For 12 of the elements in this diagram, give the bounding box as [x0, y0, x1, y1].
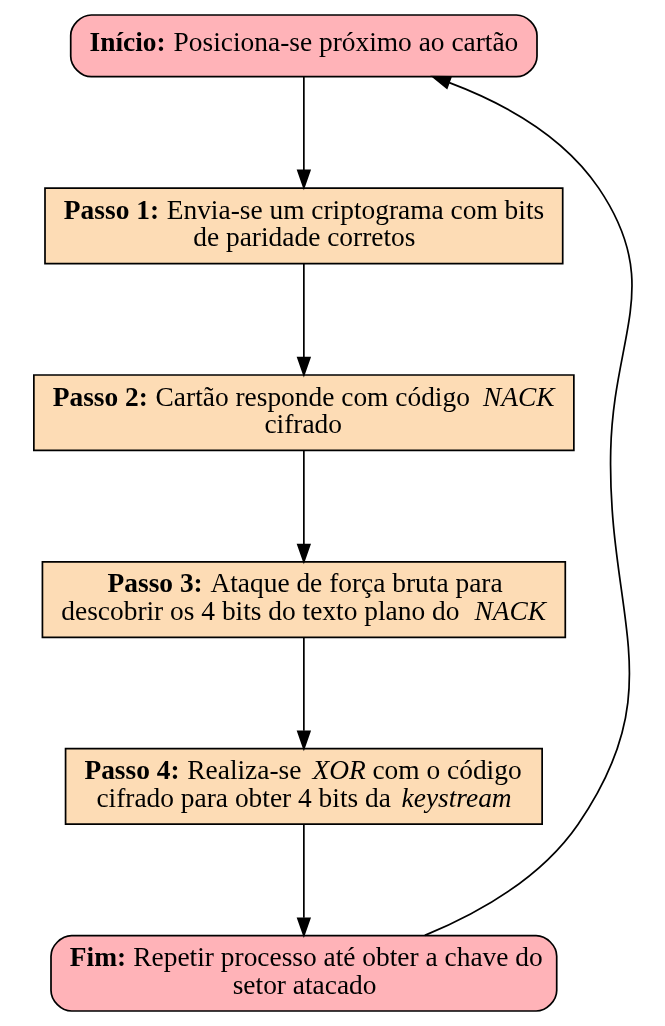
- node-box: Passo 4: Realiza-se XOR com o código cifrado para obter 4 bits da keystream: [64, 747, 543, 825]
- node-box: Passo 2: Cartão responde com código NACK cifrado: [32, 374, 575, 452]
- arrow: [423, 75, 633, 937]
- node-box: Passo 1: Envia-se um criptograma com bits de paridade corretos: [43, 187, 564, 265]
- node-box: Fim: Repetir processo até obter a chave do setor atacado: [49, 934, 558, 1012]
- arrow: [296, 449, 311, 565]
- arrow: [296, 636, 311, 752]
- arrow: [296, 75, 311, 191]
- node-box: Passo 3: Ataque de força bruta para descobrir os 4 bits do texto plano do NACK: [41, 561, 566, 639]
- arrow: [296, 823, 311, 938]
- arrow: [296, 262, 311, 378]
- node-box: Início: Posiciona-se próximo ao cartão: [69, 14, 538, 78]
